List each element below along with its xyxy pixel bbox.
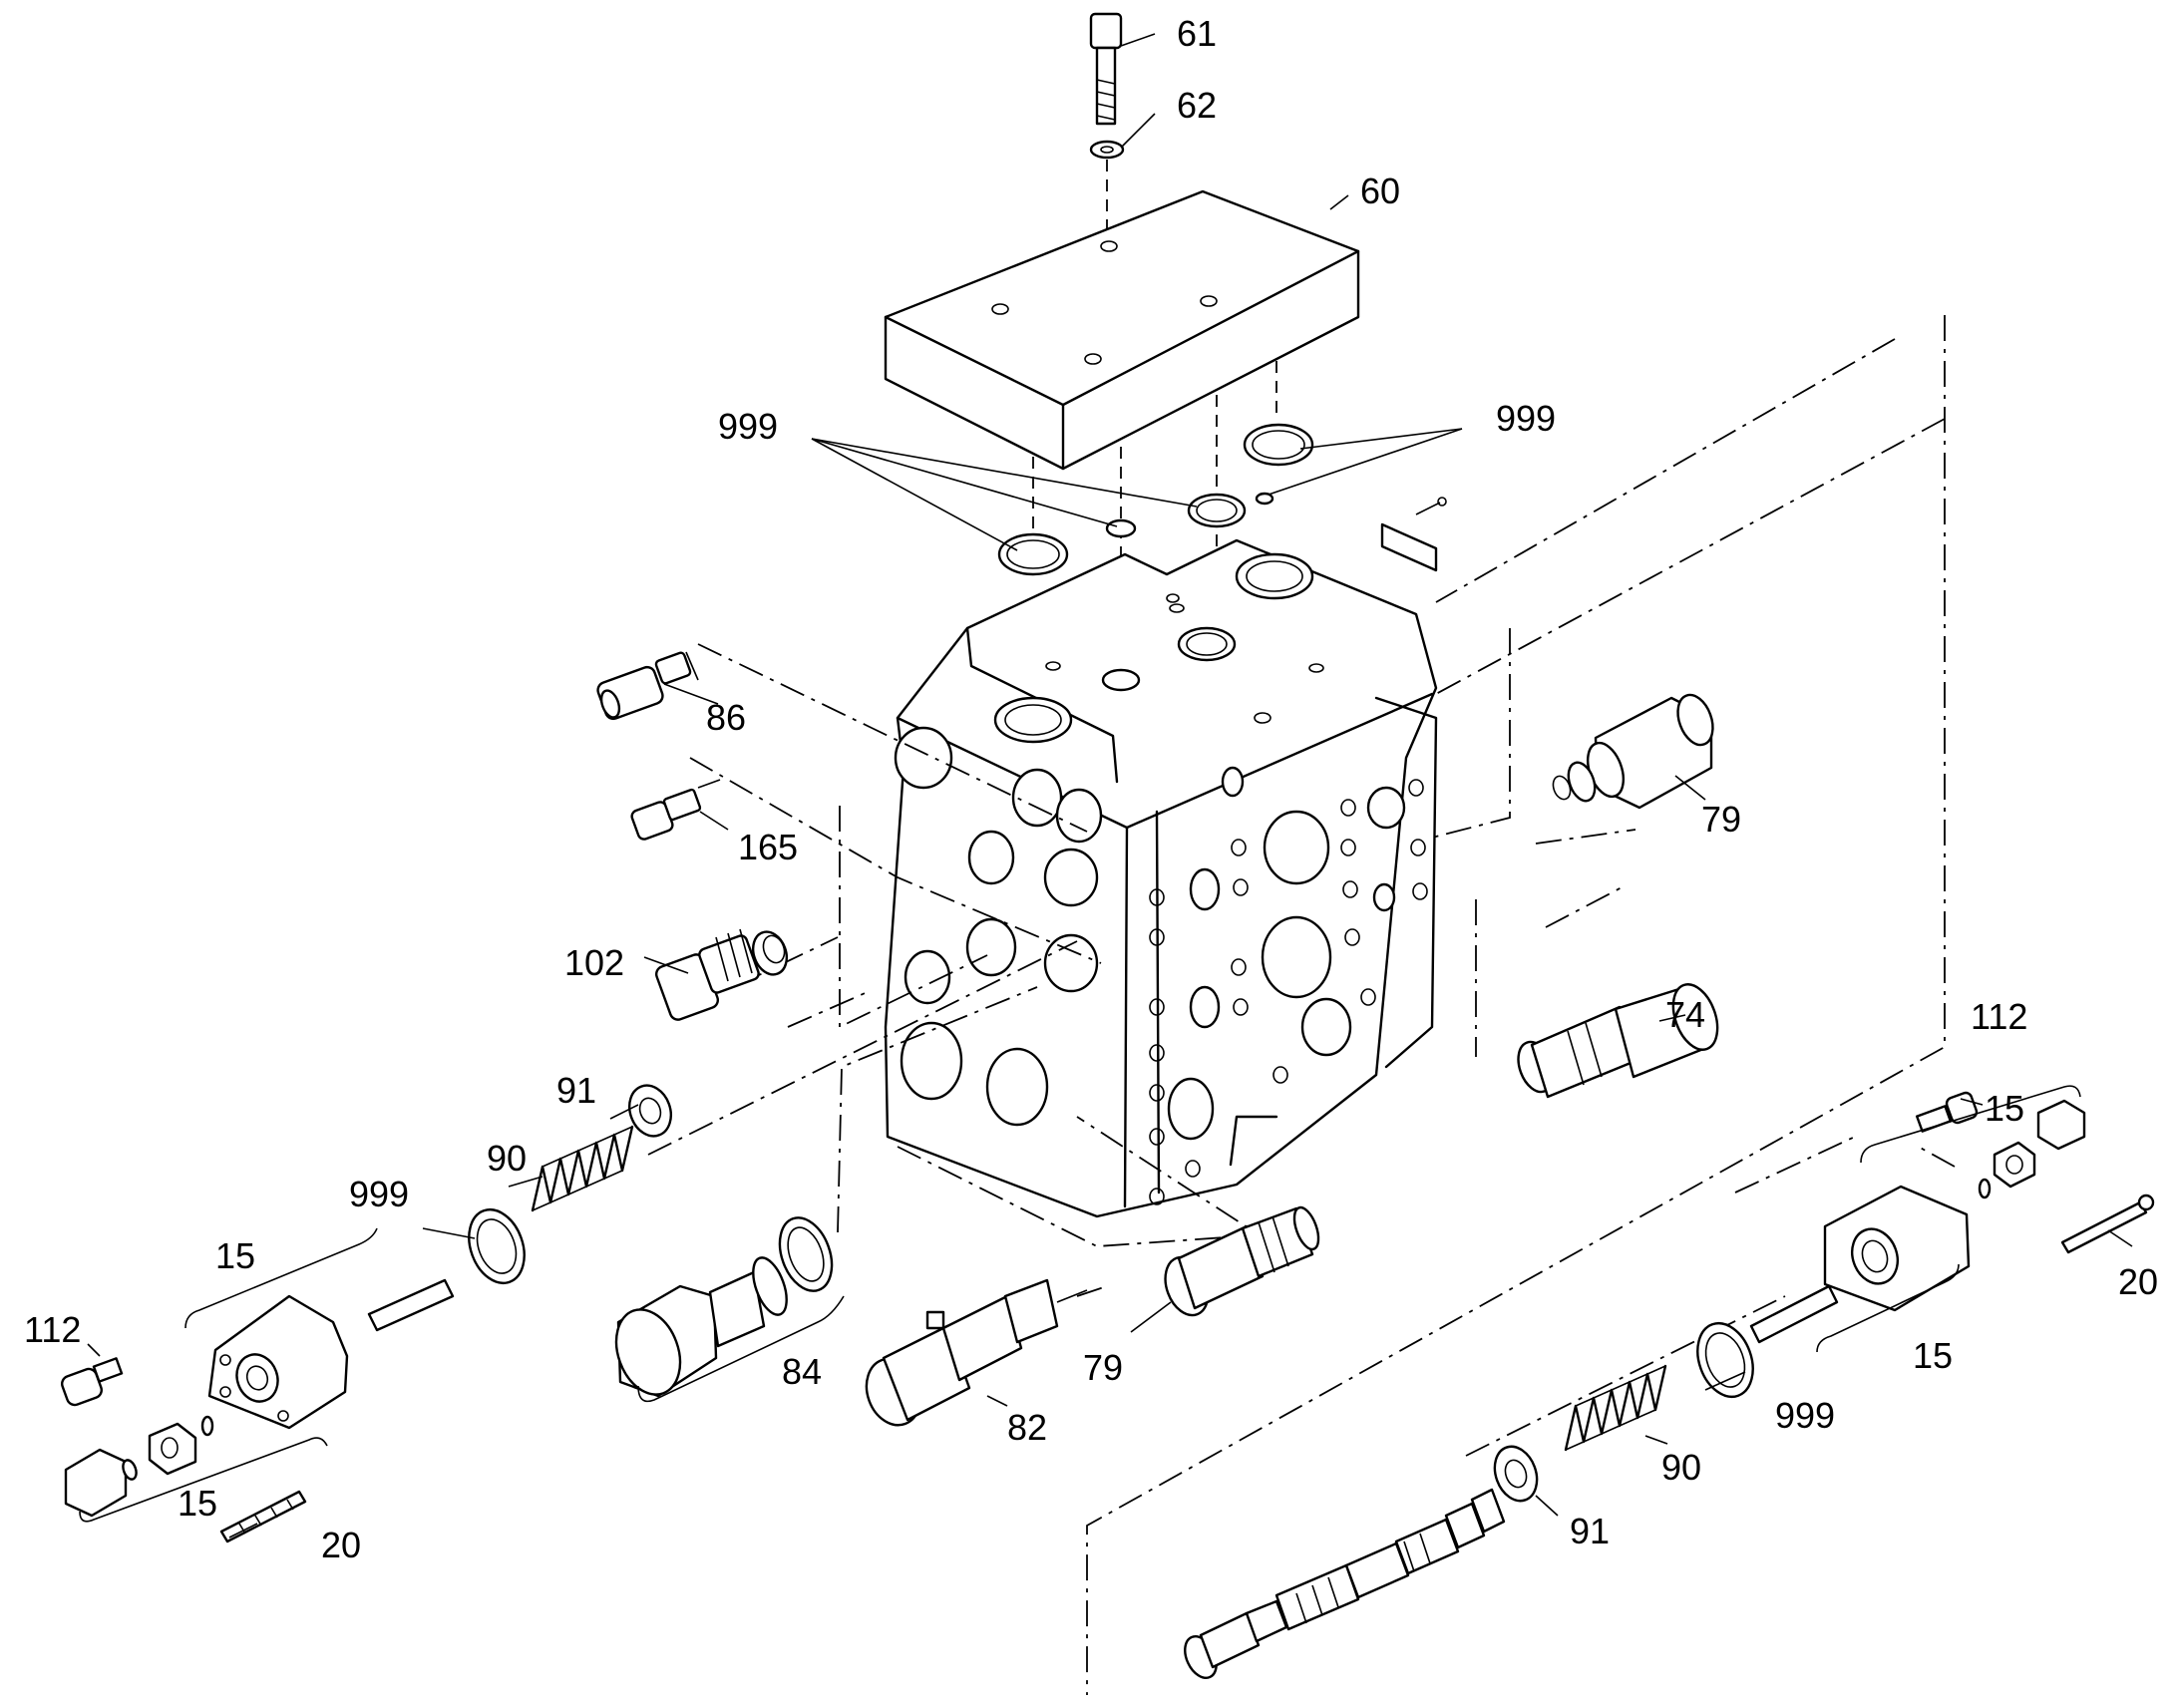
callout-999-top-right: 999 — [1496, 398, 1556, 439]
part-15-nut-left — [64, 1415, 214, 1518]
callout-82: 82 — [1007, 1407, 1047, 1448]
callout-112-right: 112 — [1971, 996, 2027, 1037]
part-74-valve — [1517, 983, 1719, 1099]
callout-91-right: 91 — [1570, 1511, 1610, 1551]
part-102-relief-valve — [654, 928, 789, 1021]
part-15-nut-right — [1978, 1099, 2086, 1199]
callout-20-right: 20 — [2118, 1261, 2158, 1302]
callout-165: 165 — [738, 827, 798, 867]
callout-15-right-nut: 15 — [1985, 1088, 2024, 1129]
part-90-spring-right — [1564, 1364, 1667, 1452]
callout-90-left: 90 — [487, 1138, 527, 1179]
part-61-bolt — [1089, 12, 1123, 126]
callout-112-left: 112 — [24, 1309, 81, 1350]
part-spool-rod-left — [367, 1278, 455, 1332]
part-999-orings-top — [997, 423, 1314, 576]
callout-999-left: 999 — [349, 1174, 409, 1214]
part-82-valve — [865, 1278, 1088, 1427]
callout-20-left: 20 — [321, 1525, 361, 1565]
callout-61: 61 — [1177, 13, 1217, 54]
part-90-spring — [531, 1125, 634, 1212]
part-86-plug — [596, 651, 699, 721]
part-165-plug — [630, 779, 721, 841]
part-91-seat — [628, 1084, 672, 1138]
part-84-plug — [614, 1216, 834, 1398]
callout-15-left-nut: 15 — [178, 1483, 217, 1524]
callout-102: 102 — [564, 942, 624, 983]
callout-15-right-cap: 15 — [1913, 1335, 1953, 1376]
callout-labels: 61 62 60 999 999 86 165 102 79 74 112 15… — [24, 13, 2158, 1565]
part-91-seat-right — [1493, 1445, 1539, 1503]
part-112-fitting-right — [1915, 1091, 1979, 1133]
part-79-valve-upper — [1552, 693, 1714, 810]
small-bracket — [1380, 497, 1447, 572]
part-112-fitting-left — [61, 1357, 124, 1407]
part-999-oring-left — [468, 1208, 526, 1284]
part-20-bolt-right — [2060, 1194, 2155, 1254]
part-spool-rod-right — [1749, 1284, 1839, 1344]
callout-74: 74 — [1665, 994, 1705, 1035]
callout-90-right: 90 — [1661, 1447, 1701, 1488]
part-15-cap-left — [207, 1294, 349, 1430]
part-999-oring-right — [1696, 1322, 1754, 1398]
part-15-cap-right — [1823, 1185, 1971, 1312]
callout-84: 84 — [782, 1351, 822, 1392]
part-spool-main — [1184, 1488, 1506, 1679]
callout-86: 86 — [706, 697, 746, 738]
callout-60: 60 — [1360, 171, 1400, 211]
center-lines — [647, 315, 1956, 1695]
part-20-bolt-left — [219, 1490, 307, 1543]
callout-999-right: 999 — [1775, 1395, 1835, 1436]
callout-15-left-cap: 15 — [215, 1235, 255, 1276]
part-79-valve-lower — [1164, 1205, 1320, 1317]
callout-79-upper: 79 — [1701, 799, 1741, 840]
valve-body — [884, 538, 1438, 1218]
callout-79-lower: 79 — [1083, 1347, 1123, 1388]
group-brackets — [79, 1085, 2081, 1523]
part-62-washer — [1089, 140, 1125, 160]
leader-lines — [87, 33, 2133, 1538]
part-60-cover-plate — [884, 189, 1360, 471]
callout-62: 62 — [1177, 85, 1217, 126]
callout-999-top-left: 999 — [718, 406, 778, 447]
callout-91-left: 91 — [556, 1070, 596, 1111]
